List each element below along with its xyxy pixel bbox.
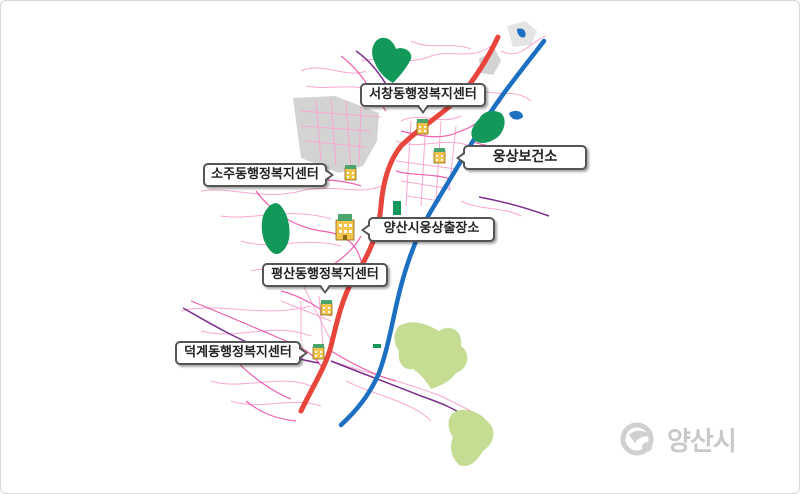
park-north [372, 37, 412, 83]
water-spot [517, 28, 526, 38]
label-yangsan-ungsang-office[interactable]: 양산시웅상출장소 [361, 217, 495, 242]
building-icon[interactable] [312, 344, 325, 360]
park-west [261, 203, 290, 255]
yangsan-emblem-icon [620, 422, 654, 456]
logo-text: 양산시 [667, 426, 737, 457]
building-icon[interactable] [320, 300, 333, 316]
label-deokgye[interactable]: 덕계동행정복지센터 [175, 341, 308, 365]
park-east [471, 111, 505, 143]
park-tiny [373, 344, 381, 348]
label-ungsang-health-center[interactable]: 웅상보건소 [456, 145, 587, 170]
building-icon[interactable] [433, 148, 446, 164]
building-icon[interactable] [344, 165, 357, 181]
water-reservoir [509, 110, 523, 120]
urban-block-ne [479, 49, 501, 75]
label-pyeongsan[interactable]: 평산동행정복지센터 [262, 263, 388, 294]
office-tower-icon[interactable] [335, 214, 355, 241]
park-small [393, 201, 401, 215]
building-icon[interactable] [416, 119, 429, 135]
mountain-area-south [448, 409, 494, 467]
yangsan-logo: 양산시 [619, 421, 737, 457]
label-soju[interactable]: 소주동행정복지센터 [203, 163, 334, 187]
mountain-area [394, 322, 468, 389]
label-seochang[interactable]: 서창동행정복지센터 [360, 83, 486, 114]
